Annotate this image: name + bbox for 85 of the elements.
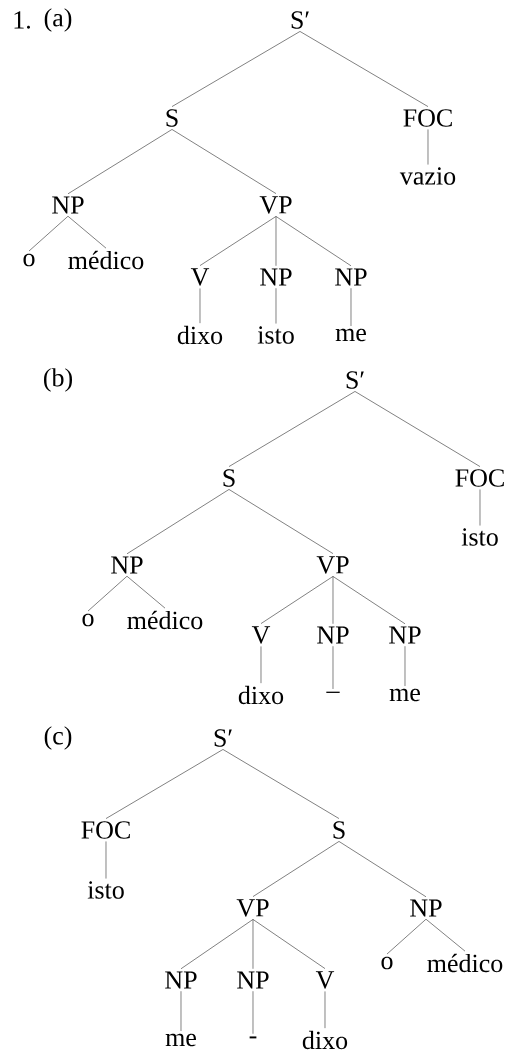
branch-line [67,216,107,249]
branch-line [299,31,429,107]
tree-node-label: NP [389,626,421,644]
tree-node-label: V [190,268,210,286]
branch-line [332,576,334,625]
branch-line [275,216,277,267]
branch-line [180,919,254,970]
tree-node-label: médico [68,250,144,270]
tree-node-label: V [315,971,335,989]
tree-node-label: NP [165,971,197,989]
tree-node-label: médico [427,953,503,973]
tree-node-label: NP [410,899,442,917]
tree-node-label: dixo [238,685,284,705]
example-number: (c) [44,726,72,750]
tree-node-label: FOC [81,821,130,839]
branch-line [479,489,481,526]
tree-node-label: vazio [399,167,456,185]
branch-line [171,129,277,194]
tree-node-label: S [223,469,235,487]
tree-node-label: S′ [214,729,232,747]
branch-line [252,919,326,969]
tree-node-label: VP [316,556,349,574]
branch-line [180,990,182,1032]
branch-line [228,391,356,467]
branch-line [87,575,128,612]
tree-node-label: NP [52,196,84,214]
branch-line [126,575,166,609]
branch-line [126,489,230,555]
branch-line [67,129,173,195]
tree-node-label: NP [260,268,292,286]
branch-line [199,288,201,324]
branch-line [275,287,277,324]
tree-node-label: isto [461,528,498,546]
tree-node-label: NP [237,971,269,989]
branch-line [222,749,340,819]
tree-node-label: NP [111,556,143,574]
branch-line [404,645,406,687]
branch-line [425,918,466,952]
branch-line [324,991,326,1029]
tree-node-label: S [166,109,178,127]
example-number: (b) [44,368,72,392]
tree-node-label: - [249,1036,257,1039]
branch-line [252,841,340,897]
tree-node-label: VP [236,899,269,917]
branch-line [199,216,277,266]
branch-line [338,841,427,898]
branch-line [252,990,254,1034]
tree-node-label: – [326,691,340,693]
branch-line [332,576,406,625]
tree-node-label: S [333,821,345,839]
branch-line [260,646,262,684]
tree-node-label: V [251,626,271,644]
branch-line [427,129,429,165]
tree-node-label: S′ [346,371,364,389]
branch-line [350,287,352,327]
example-number: 1. [14,11,31,29]
tree-node-label: médico [127,610,203,630]
branch-line [332,645,334,690]
tree-node-label: NP [335,268,367,286]
branch-line [28,216,69,252]
tree-node-label: dixo [302,1030,348,1050]
tree-node-label: FOC [403,109,452,127]
tree-node-label: NP [317,626,349,644]
branch-line [105,841,107,879]
tree-node-label: dixo [177,325,223,345]
branch-line [386,918,427,955]
tree-node-label: o [381,956,393,970]
tree-node-label: VP [259,196,292,214]
branch-line [228,489,334,554]
branch-line [354,391,481,467]
branch-line [105,749,224,819]
tree-node-label: isto [257,326,294,344]
tree-node-label: o [23,253,35,267]
tree-node-label: me [165,1033,196,1047]
tree-node-label: o [82,613,94,627]
branch-line [252,919,254,970]
branch-line [171,31,301,107]
tree-node-label: isto [87,881,124,899]
branch-line [275,216,352,267]
tree-node-label: S′ [291,11,309,29]
tree-node-label: me [335,328,366,342]
tree-node-label: FOC [455,469,504,487]
branch-line [260,576,334,624]
example-number: (a) [44,8,72,32]
tree-node-label: me [389,688,420,702]
